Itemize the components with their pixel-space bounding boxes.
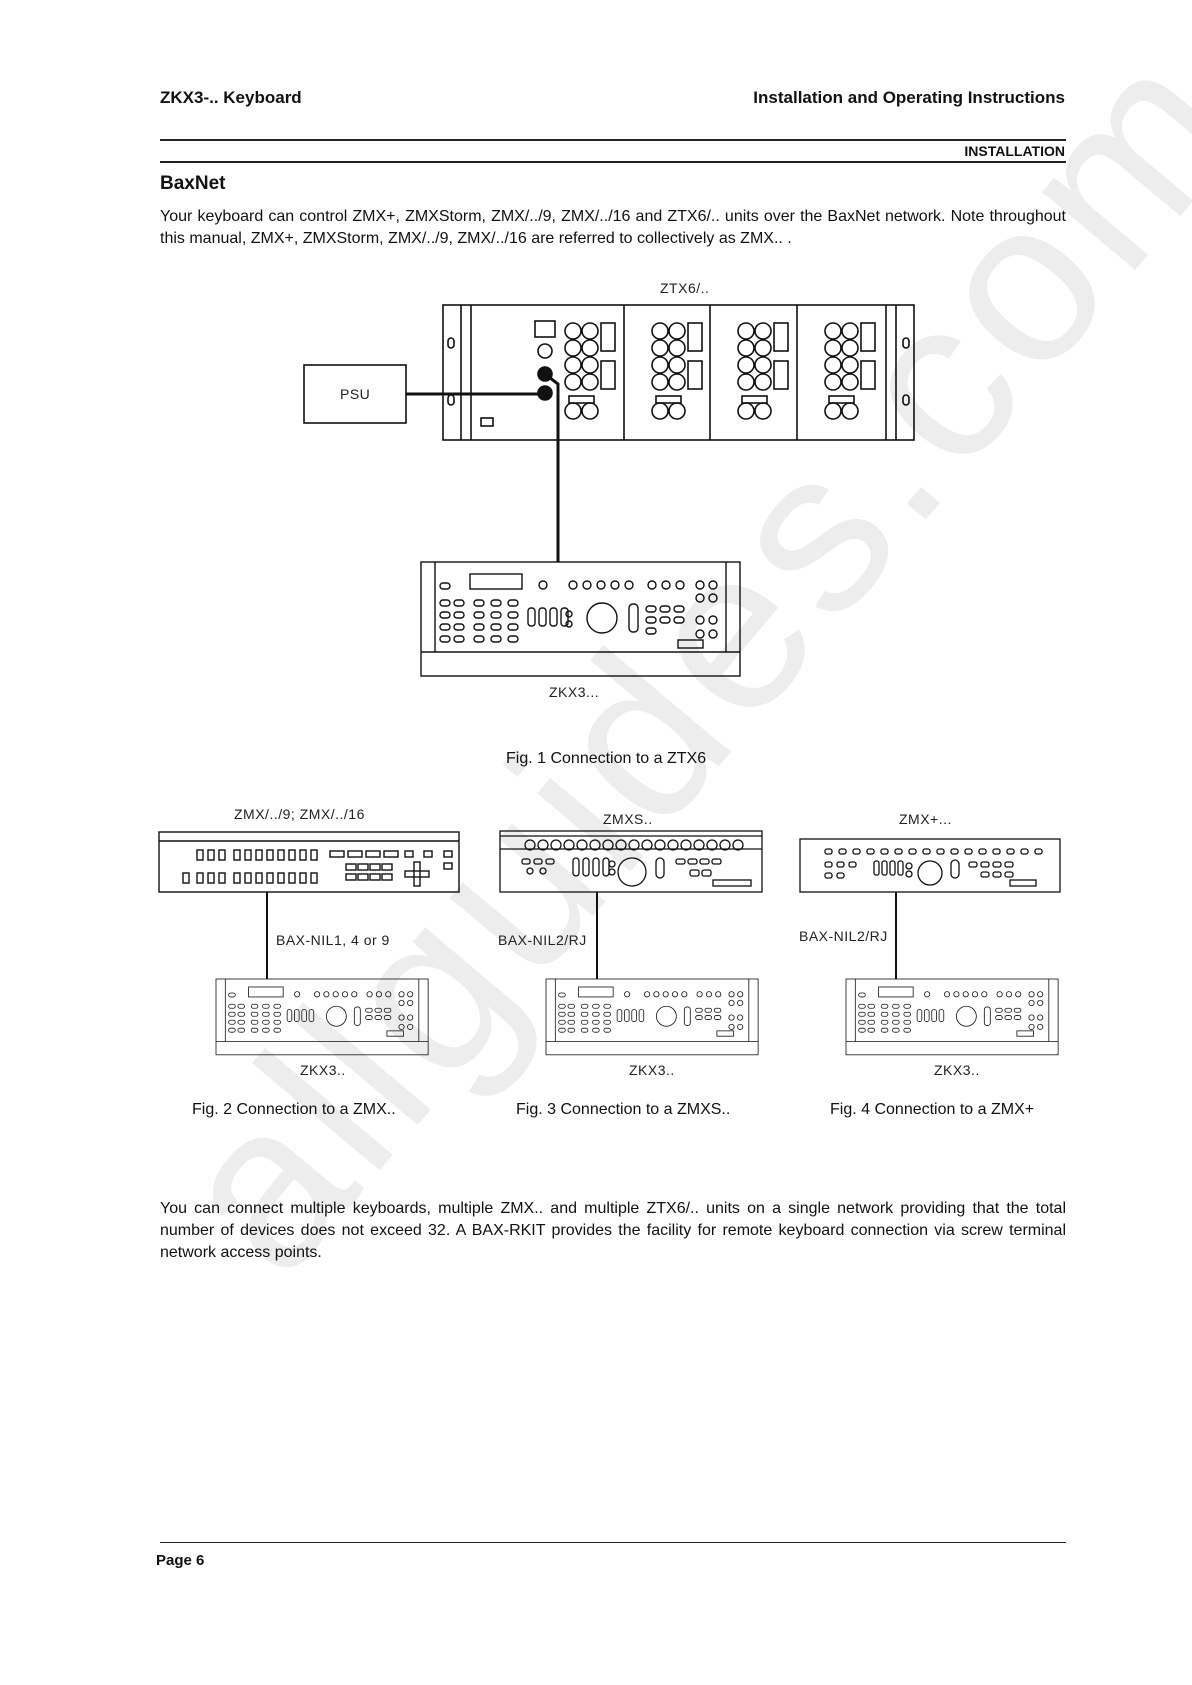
section-heading: BaxNet	[160, 173, 226, 194]
fig1-caption: Fig. 1 Connection to a ZTX6	[506, 750, 707, 767]
header-rule-bottom	[160, 161, 1066, 163]
zmxs-unit	[499, 830, 763, 893]
intro-paragraph: Your keyboard can control ZMX+, ZMXStorm…	[160, 208, 1066, 247]
keyboard-large	[420, 561, 741, 677]
keyboard-small-3	[845, 978, 1059, 1056]
zmx-unit	[158, 831, 460, 893]
fig2-caption: Fig. 2 Connection to a ZMX..	[192, 1101, 396, 1118]
zmxs-label: ZMXS..	[603, 811, 653, 827]
zmxplus-label: ZMX+...	[899, 811, 952, 827]
fig4-keyboard-label: ZKX3..	[934, 1062, 980, 1078]
fig2-cable-label: BAX-NIL1, 4 or 9	[276, 932, 390, 948]
fig3-keyboard-label: ZKX3..	[629, 1062, 675, 1078]
zmxplus-unit	[799, 838, 1061, 893]
fig3-caption: Fig. 3 Connection to a ZMXS..	[516, 1101, 731, 1118]
keyboard-small-1	[215, 978, 429, 1056]
psu-label: PSU	[340, 386, 371, 402]
header-rule-top	[160, 139, 1066, 141]
header-document-type: Installation and Operating Instructions	[753, 88, 1065, 107]
header-title: ZKX3-.. Keyboard	[160, 88, 302, 107]
fig4-caption: Fig. 4 Connection to a ZMX+	[830, 1101, 1035, 1118]
ztx6-rack	[442, 304, 915, 441]
fig3-cable-label: BAX-NIL2/RJ	[498, 932, 587, 948]
ztx6-label: ZTX6/..	[660, 280, 710, 296]
fig2-keyboard-label: ZKX3..	[300, 1062, 346, 1078]
page-number: Page 6	[156, 1552, 205, 1569]
fig4-cable-label: BAX-NIL2/RJ	[799, 928, 888, 944]
section-label: INSTALLATION	[964, 143, 1065, 159]
zmx-label: ZMX/../9; ZMX/../16	[234, 806, 365, 822]
ztx6-module-1	[564, 322, 616, 420]
fig1-keyboard-label: ZKX3...	[549, 684, 600, 700]
ztx6-module-2	[651, 322, 703, 420]
ztx6-module-4	[824, 322, 876, 420]
ztx6-keyboard-cable	[544, 372, 560, 562]
keyboard-small-2	[545, 978, 759, 1056]
footer-rule	[160, 1542, 1066, 1543]
ztx6-module-3	[737, 322, 789, 420]
body-paragraph: You can connect multiple keyboards, mult…	[160, 1200, 1066, 1261]
